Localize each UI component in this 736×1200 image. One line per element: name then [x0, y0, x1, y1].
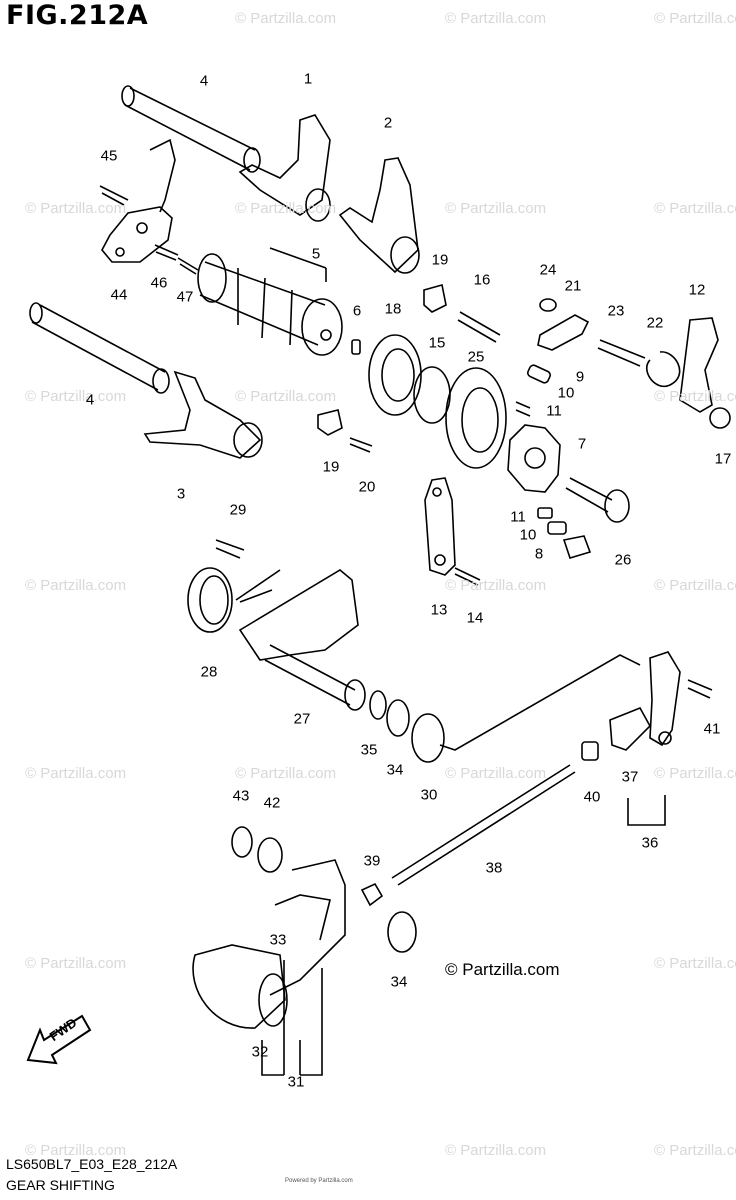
callout-31[interactable]: 31 [287, 1073, 305, 1091]
callout-19[interactable]: 19 [322, 458, 340, 476]
watermark: © Partzilla.com [25, 388, 127, 405]
callout-2[interactable]: 2 [383, 114, 393, 132]
callout-43[interactable]: 43 [232, 787, 250, 805]
callout-11[interactable]: 11 [510, 508, 526, 526]
callout-6[interactable]: 6 [352, 302, 362, 320]
callout-34[interactable]: 34 [386, 761, 404, 779]
callout-18[interactable]: 18 [384, 300, 402, 318]
callout-4[interactable]: 4 [199, 72, 209, 90]
watermark: © Partzilla.com [235, 765, 337, 782]
callout-12[interactable]: 12 [688, 281, 706, 299]
callout-5[interactable]: 5 [311, 245, 321, 263]
callout-16[interactable]: 16 [473, 271, 491, 289]
callout-47[interactable]: 47 [176, 288, 194, 306]
callout-23[interactable]: 23 [607, 302, 625, 320]
callout-25[interactable]: 25 [467, 348, 485, 366]
callout-22[interactable]: 22 [646, 314, 664, 332]
callout-33[interactable]: 33 [269, 931, 287, 949]
watermark: © Partzilla.com [25, 1142, 127, 1159]
watermark: © Partzilla.com [654, 577, 736, 594]
watermark: © Partzilla.com [654, 765, 736, 782]
callout-45[interactable]: 45 [100, 147, 118, 165]
callout-32[interactable]: 32 [251, 1043, 269, 1061]
watermark: © Partzilla.com [445, 1142, 547, 1159]
callout-24[interactable]: 24 [539, 261, 557, 279]
watermark: © Partzilla.com [445, 577, 547, 594]
watermark: © Partzilla.com [25, 200, 127, 217]
callout-27[interactable]: 27 [293, 710, 311, 728]
watermark: © Partzilla.com [654, 955, 736, 972]
watermark: © Partzilla.com [235, 200, 337, 217]
callout-28[interactable]: 28 [200, 663, 218, 681]
callout-34[interactable]: 34 [390, 973, 408, 991]
watermark: © Partzilla.com [445, 765, 547, 782]
watermark: © Partzilla.com [25, 577, 127, 594]
callout-41[interactable]: 41 [703, 720, 721, 738]
fine-print: Powered by Partzilla.com [285, 1178, 353, 1184]
callout-17[interactable]: 17 [714, 450, 732, 468]
callout-9[interactable]: 9 [575, 368, 585, 386]
callout-36[interactable]: 36 [641, 834, 659, 852]
callout-13[interactable]: 13 [430, 601, 448, 619]
watermark: © Partzilla.com [235, 388, 337, 405]
diagram-code: LS650BL7_E03_E28_212A [6, 1156, 178, 1172]
watermark: © Partzilla.com [445, 200, 547, 217]
callout-10[interactable]: 10 [519, 526, 537, 544]
figure-title: FIG.212A [6, 0, 149, 31]
watermark: © Partzilla.com [25, 765, 127, 782]
callout-37[interactable]: 37 [621, 768, 639, 786]
callout-30[interactable]: 30 [420, 786, 438, 804]
callout-1[interactable]: 1 [303, 70, 313, 88]
callout-26[interactable]: 26 [614, 551, 632, 569]
callout-4[interactable]: 4 [85, 391, 95, 409]
watermark: © Partzilla.com [654, 1142, 736, 1159]
brand-text: © Partzilla.com [445, 960, 560, 979]
watermark: © Partzilla.com [654, 10, 736, 27]
callout-19[interactable]: 19 [431, 251, 449, 269]
callout-42[interactable]: 42 [263, 794, 281, 812]
callout-35[interactable]: 35 [360, 741, 378, 759]
diagram-name: GEAR SHIFTING [6, 1177, 115, 1193]
watermark: © Partzilla.com [235, 10, 337, 27]
callout-3[interactable]: 3 [176, 485, 186, 503]
callout-46[interactable]: 46 [150, 274, 168, 292]
callout-44[interactable]: 44 [110, 286, 128, 304]
callout-38[interactable]: 38 [485, 859, 503, 877]
callout-8[interactable]: 8 [534, 545, 544, 563]
watermark: © Partzilla.com [654, 200, 736, 217]
watermark: © Partzilla.com [25, 955, 127, 972]
callout-20[interactable]: 20 [358, 478, 376, 496]
watermark: © Partzilla.com [654, 388, 736, 405]
callout-11[interactable]: 11 [546, 402, 562, 420]
callout-7[interactable]: 7 [577, 435, 587, 453]
watermark: © Partzilla.com [445, 10, 547, 27]
callout-39[interactable]: 39 [363, 852, 381, 870]
callout-10[interactable]: 10 [557, 384, 575, 402]
callout-29[interactable]: 29 [229, 501, 247, 519]
callout-14[interactable]: 14 [466, 609, 484, 627]
callout-40[interactable]: 40 [583, 788, 601, 806]
callout-15[interactable]: 15 [428, 334, 446, 352]
callout-21[interactable]: 21 [564, 277, 582, 295]
